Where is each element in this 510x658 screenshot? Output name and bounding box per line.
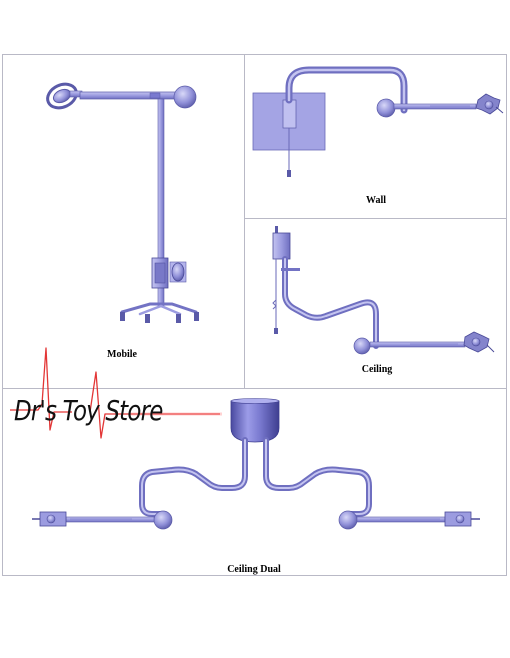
caption-ceiling: Ceiling (361, 364, 393, 375)
caption-wall: Wall (365, 195, 387, 206)
ceiling-dual-right-lamp-head (444, 511, 480, 527)
panel-divider-vertical (244, 54, 245, 388)
mobile-wheel-base (120, 302, 199, 323)
mobile-light-illustration (46, 82, 199, 323)
ceiling-dual-light-illustration (32, 398, 480, 530)
ceiling-light-illustration (272, 226, 495, 355)
ceiling-dual-left-extension (65, 516, 155, 523)
ceiling-dual-left-arm (139, 437, 248, 517)
panel-divider-bottom (2, 388, 507, 389)
mobile-cable-reel (171, 262, 185, 282)
wall-power-box (282, 99, 297, 129)
ceiling-power-box (272, 232, 291, 260)
mobile-lamp-head (46, 82, 83, 110)
wall-pivot-joint (376, 98, 396, 118)
watermark-logo-text: Dr's Toy Store (14, 394, 163, 427)
ceiling-dual-canopy (230, 400, 280, 443)
ceiling-plug (274, 328, 278, 334)
panel-divider-right (244, 218, 507, 219)
ceiling-dual-right-pivot (338, 510, 358, 530)
figure-frame (2, 54, 507, 576)
ceiling-dual-left-pivot (153, 510, 173, 530)
wall-plug (287, 170, 291, 177)
wall-extension-arm (393, 103, 477, 110)
mobile-counterweight (173, 85, 197, 109)
ceiling-dual-right-extension (356, 516, 446, 523)
ceiling-pivot-joint (353, 337, 371, 355)
watermark-heartbeat-line (10, 347, 222, 439)
ceiling-dual-right-arm (263, 437, 372, 517)
ceiling-dual-left-lamp-head (32, 511, 67, 527)
caption-mobile: Mobile (107, 349, 137, 360)
caption-ceiling-dual: Ceiling Dual (227, 564, 281, 575)
mobile-arm (79, 91, 186, 100)
wall-light-illustration (252, 66, 504, 177)
wall-lamp-head (475, 93, 504, 115)
ceiling-extension-arm (369, 341, 466, 348)
ceiling-lamp-head (463, 331, 495, 353)
